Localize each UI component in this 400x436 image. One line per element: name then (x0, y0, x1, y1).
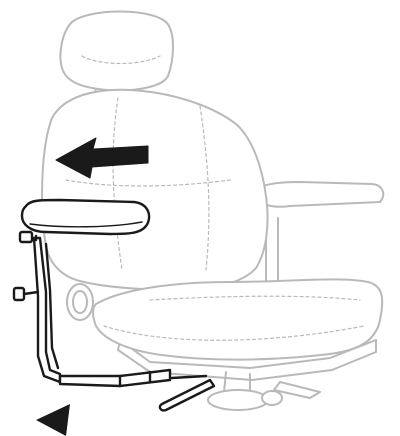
release-knob (67, 284, 93, 320)
lever-link (172, 376, 206, 378)
release-lever (160, 380, 214, 410)
base-plate (208, 390, 268, 410)
right-armrest-cushion (258, 182, 383, 207)
armrest-pad (22, 200, 149, 234)
back-cushion (42, 90, 267, 290)
seat-cushion (93, 279, 382, 359)
mount-rail (60, 370, 170, 386)
triangle-pointer-icon (36, 404, 70, 436)
headrest (60, 12, 173, 91)
lower-clamp (14, 288, 24, 300)
lower-clamp-arm (24, 292, 38, 294)
upper-clamp (20, 232, 32, 242)
swivel-knob (262, 391, 282, 405)
